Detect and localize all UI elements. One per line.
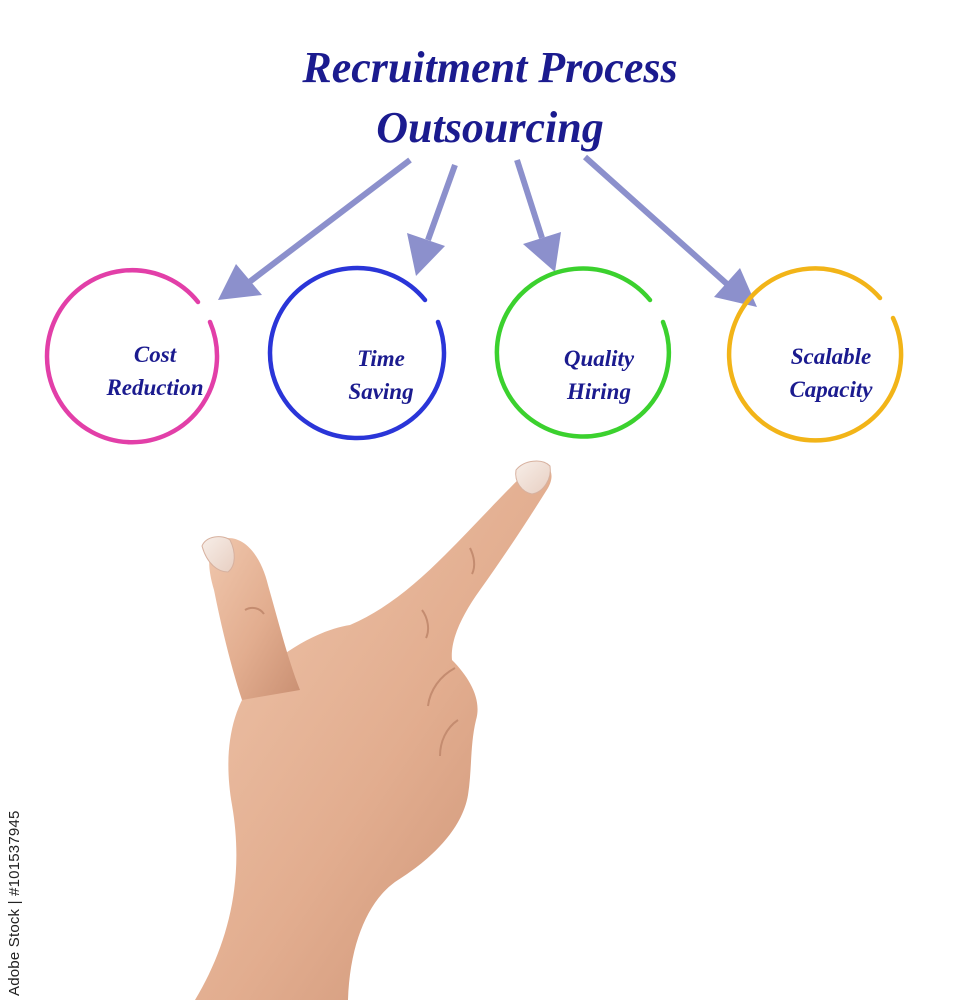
- node-label-line: Scalable: [790, 344, 872, 369]
- title-line-2: Outsourcing: [376, 103, 604, 152]
- pointing-hand-icon: [195, 460, 552, 1000]
- circle-time-saving: [267, 265, 447, 441]
- node-label-line: Time: [357, 346, 405, 371]
- stock-id-text: Adobe Stock | #101537945: [6, 810, 23, 996]
- arrow-to-cost-reduction: [218, 157, 412, 300]
- arrow-to-time-saving: [407, 163, 458, 276]
- node-label-cost-reduction: Cost Reduction: [70, 338, 240, 404]
- arrow-to-scalable-capacity: [583, 154, 757, 307]
- node-label-time-saving: Time Saving: [296, 342, 466, 408]
- arrows: [218, 154, 757, 307]
- node-label-line: Hiring: [567, 379, 631, 404]
- circle-scalable-capacity: [726, 266, 904, 443]
- arrow-to-quality-hiring: [514, 159, 561, 272]
- node-label-line: Cost: [133, 342, 177, 367]
- node-label-quality-hiring: Quality Hiring: [514, 342, 684, 408]
- node-label-line: Saving: [348, 379, 414, 404]
- node-circles: [44, 265, 904, 445]
- stock-watermark-id: Adobe Stock | #101537945: [4, 768, 34, 998]
- circle-quality-hiring: [494, 266, 672, 439]
- title-line-1: Recruitment Process: [302, 43, 678, 92]
- circle-cost-reduction: [44, 267, 220, 445]
- diagram-title: Recruitment Process Outsourcing: [190, 38, 790, 158]
- node-label-line: Reduction: [106, 375, 204, 400]
- node-label-scalable-capacity: Scalable Capacity: [746, 340, 916, 406]
- node-label-line: Quality: [563, 346, 635, 371]
- node-label-line: Capacity: [789, 377, 873, 402]
